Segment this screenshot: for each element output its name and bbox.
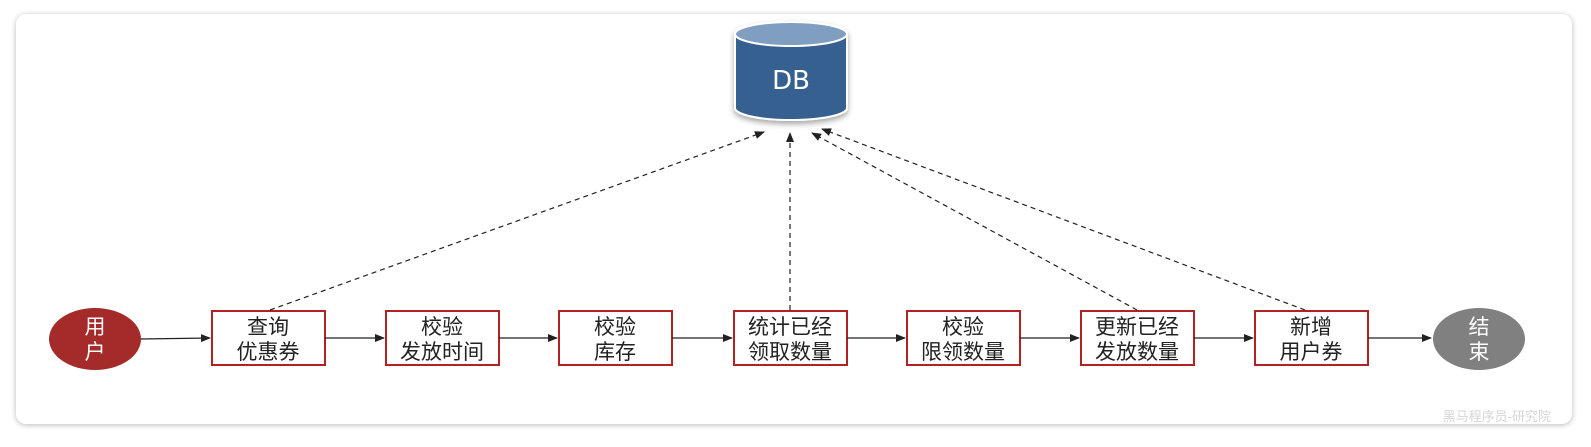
end-label-line2: 束 [1469,340,1490,364]
step-label-line1: 查询 [247,315,289,339]
step-label-line2: 领取数量 [748,340,832,364]
step-label-line1: 校验 [421,315,463,339]
step-label-line1: 更新已经 [1095,315,1179,339]
step-label-line2: 发放数量 [1095,340,1179,364]
step-update-issued: 更新已经 发放数量 [1080,310,1195,366]
step-label-line2: 用户券 [1280,340,1343,364]
end-node: 结 束 [1433,308,1525,370]
start-node: 用 户 [49,308,141,370]
end-label-line1: 结 [1469,315,1490,339]
step-count-received: 统计已经 领取数量 [733,310,848,366]
flow-arrow [140,334,211,343]
step-label-line1: 统计已经 [748,315,832,339]
database-cylinder [734,21,848,121]
db-access-arrow [811,132,1138,311]
step-label-line2: 库存 [594,340,636,364]
db-top [734,21,848,47]
db-access-arrow [269,131,765,311]
step-query-coupon: 查询 优惠券 [211,310,326,366]
step-check-limit: 校验 限领数量 [906,310,1021,366]
step-label-line1: 新增 [1290,315,1332,339]
step-add-user-coupon: 新增 用户券 [1254,310,1369,366]
step-check-issue-time: 校验 发放时间 [385,310,500,366]
watermark: 黑马程序员-研究院 [1442,410,1551,425]
db-body [734,33,848,121]
step-label-line1: 校验 [594,315,636,339]
db-access-arrow [821,128,1306,311]
db-label: DB [772,66,810,96]
step-label-line2: 发放时间 [400,340,484,364]
step-label-line2: 优惠券 [237,340,300,364]
start-label-line1: 用 [85,315,106,339]
step-label-line2: 限领数量 [921,340,1005,364]
step-label-line1: 校验 [942,315,984,339]
step-check-stock: 校验 库存 [558,310,673,366]
start-label-line2: 户 [85,340,106,364]
